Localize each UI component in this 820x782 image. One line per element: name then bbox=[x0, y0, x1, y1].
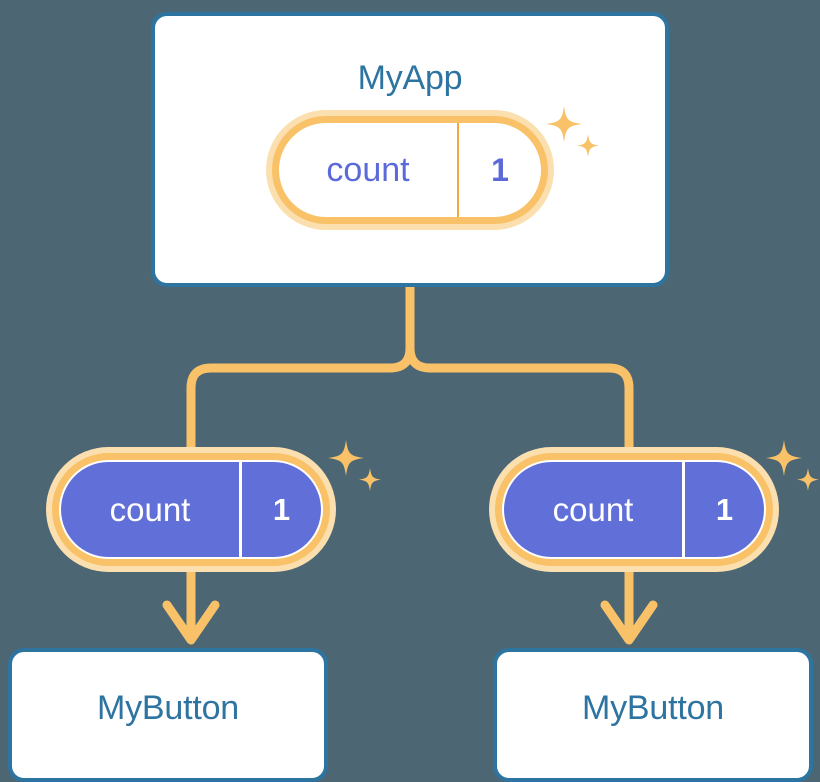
component-label: MyButton bbox=[96, 689, 240, 727]
component-card-mybutton-left[interactable]: MyButton bbox=[8, 648, 328, 782]
pill-key-label: count bbox=[61, 462, 239, 557]
pill-value-label: 1 bbox=[682, 462, 764, 557]
prop-pill-left[interactable]: count 1 bbox=[46, 447, 336, 572]
component-label: MyButton bbox=[581, 689, 725, 727]
prop-pill-right[interactable]: count 1 bbox=[489, 447, 779, 572]
pill-body: count 1 bbox=[279, 123, 541, 217]
state-pill-myapp[interactable]: count 1 bbox=[266, 110, 554, 230]
component-card-mybutton-right[interactable]: MyButton bbox=[493, 648, 813, 782]
arrowhead-right bbox=[600, 600, 658, 645]
pill-body: count 1 bbox=[502, 460, 766, 559]
wire-root-to-right bbox=[405, 282, 634, 453]
pill-value-label: 1 bbox=[457, 123, 541, 217]
pill-value-label: 1 bbox=[239, 462, 321, 557]
wire-root-to-left bbox=[186, 282, 415, 453]
page-title: MyApp bbox=[357, 59, 463, 97]
pill-key-label: count bbox=[504, 462, 682, 557]
pill-body: count 1 bbox=[59, 460, 323, 559]
arrowhead-left bbox=[162, 600, 220, 645]
pill-key-label: count bbox=[326, 150, 410, 189]
